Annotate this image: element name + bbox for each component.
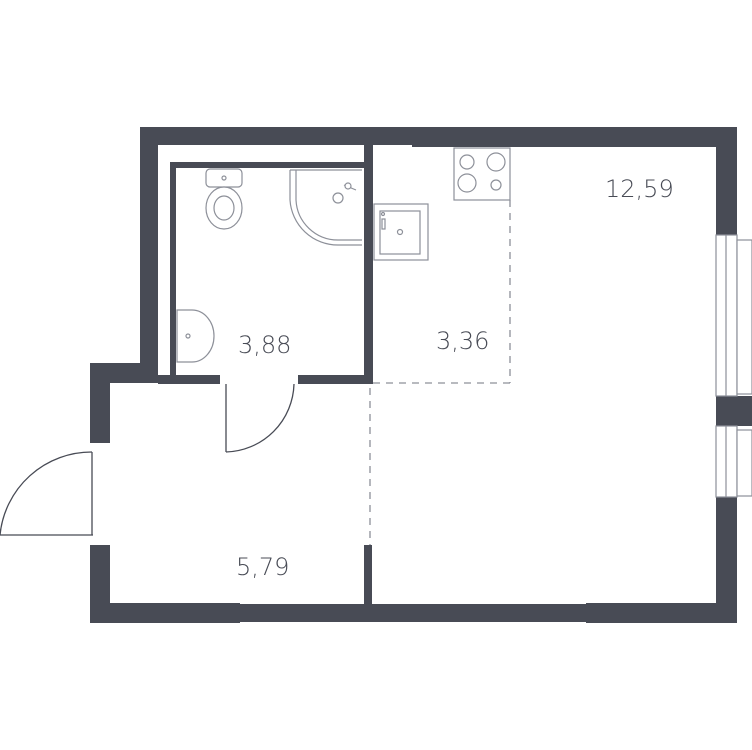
wall-bottom-left: [90, 603, 240, 623]
kitchen-sink-icon: [373, 203, 429, 261]
wall-bath-right: [364, 145, 373, 383]
interior-walls: [158, 145, 373, 605]
wall-left-upper: [90, 363, 110, 443]
bathroom-area-label: 3,88: [238, 331, 291, 359]
window-icon: [715, 234, 752, 498]
hall-area-label: 5,79: [236, 553, 289, 581]
wall-bottom-right: [586, 603, 737, 623]
wall-bath-inner-left: [170, 162, 176, 377]
door-swing-icon: [225, 383, 295, 453]
wall-bottom-mid: [238, 604, 588, 622]
entrance-door-icon: [0, 451, 93, 536]
outer-walls: [90, 127, 752, 623]
wall-right-bottom: [716, 497, 737, 623]
wall-bath-bottom-left: [158, 375, 220, 384]
zone-lines: [369, 200, 511, 545]
wall-right-top: [716, 127, 737, 235]
wall-left-bath: [140, 127, 158, 377]
wall-top-right: [412, 127, 737, 147]
toilet-icon: [205, 168, 243, 230]
wall-right-mid: [716, 396, 752, 426]
wall-bath-inner-top: [170, 162, 366, 168]
wall-bath-bottom-right: [298, 375, 373, 384]
wall-top-left: [140, 127, 416, 145]
living-area-label: 12,59: [605, 175, 674, 203]
wall-hall-partition: [364, 545, 372, 605]
shower-icon: [289, 169, 362, 246]
kitchen-area-label: 3,36: [436, 327, 489, 355]
stove-icon: [453, 147, 511, 201]
sink-icon: [176, 309, 215, 363]
